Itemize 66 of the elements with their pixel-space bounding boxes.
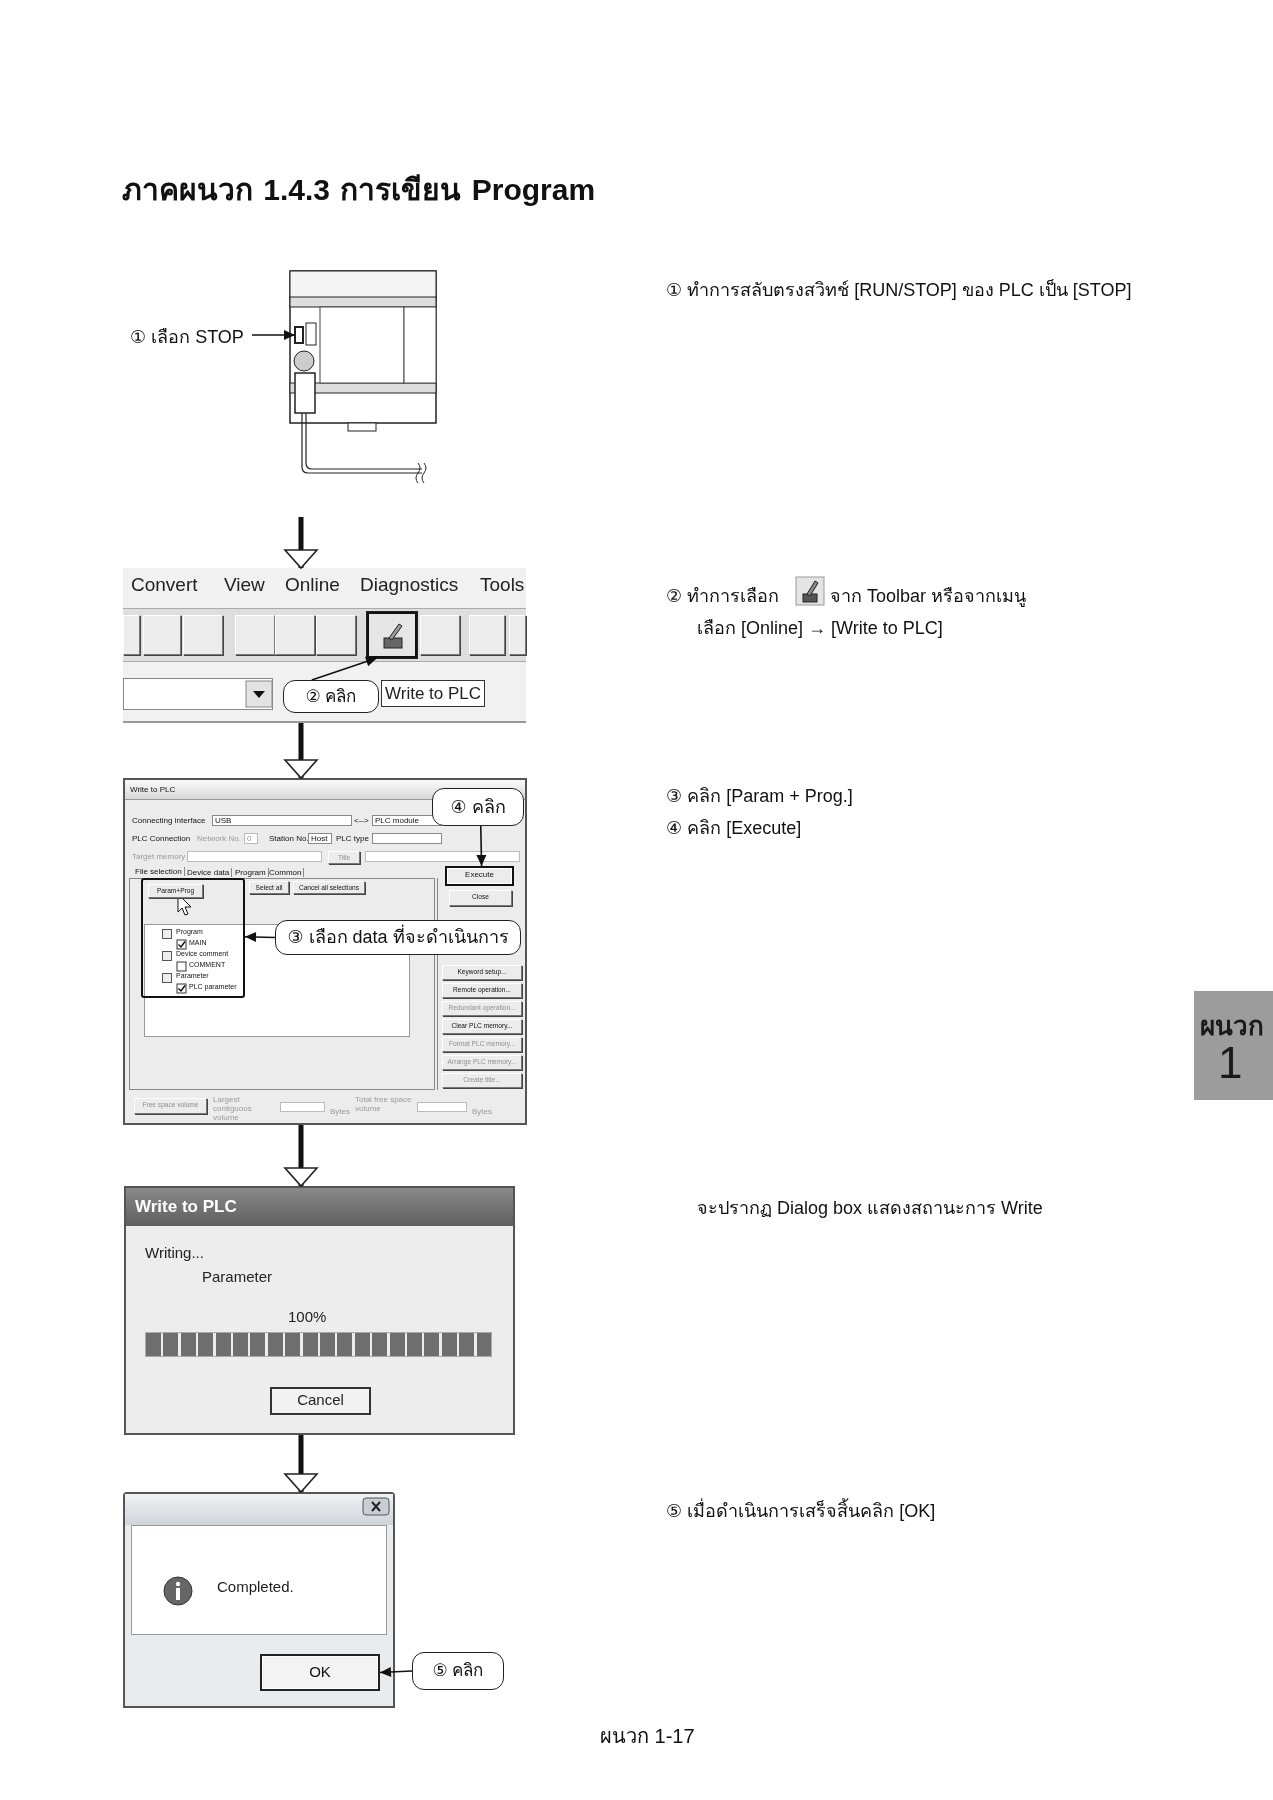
status-text: Writing... [145, 1244, 204, 1261]
field-label: Network No. [197, 834, 241, 843]
input-field: 0 [244, 833, 258, 844]
ok-button: OK [260, 1654, 380, 1691]
field-label: <--> [354, 816, 369, 825]
highlighted-toolbar-button [367, 612, 417, 658]
step-text: ⑤ เมื่อดำเนินการเสร็จสิ้นคลิก [OK] [666, 1496, 936, 1525]
field-label: PLC Connection [132, 834, 191, 843]
tooltip: Write to PLC [381, 680, 486, 707]
dialog-title: Write to PLC [130, 785, 176, 794]
callout-text: ① เลือก STOP [130, 322, 252, 348]
tab: Common [269, 868, 305, 877]
pointer-arrow [251, 330, 296, 340]
pointer-arrow [379, 1667, 413, 1677]
flow-arrow [284, 723, 318, 779]
dialog-title: Write to PLC [135, 1197, 237, 1217]
menu-item: Online [285, 574, 340, 596]
page-title: ภาคผนวก 1.4.3 การเขียน Program [122, 172, 596, 208]
step-text: ② ทำการเลือก [666, 585, 780, 608]
callout-bubble: ② คลิก [283, 680, 379, 713]
highlight-frame [141, 878, 245, 998]
pointer-arrow [244, 932, 276, 943]
callout-bubble: ⑤ คลิก [412, 1652, 504, 1690]
field-label: Target memory [132, 852, 186, 861]
field-label: Bytes [330, 1107, 350, 1116]
tab-number: 1 [1218, 1041, 1243, 1085]
tab: File selection [135, 867, 185, 876]
message-text: Completed. [217, 1578, 294, 1595]
status-text: Parameter [202, 1268, 273, 1285]
input-field: Host [308, 833, 332, 844]
menu-item: View [224, 574, 265, 596]
field-label: Station No. [269, 834, 309, 843]
callout-bubble: ④ คลิก [432, 788, 524, 826]
step-text: จาก Toolbar หรือจากเมนู [830, 585, 1027, 609]
percent-text: 100% [288, 1308, 327, 1325]
toolbar-screenshot [123, 568, 526, 723]
tab-label: ผนวก [1200, 1010, 1264, 1043]
toggle-switch [295, 327, 303, 343]
input-field: USB [212, 815, 352, 826]
field-label: Total free space volume [355, 1095, 413, 1113]
pointer-arrow [476, 825, 487, 867]
flow-arrow [284, 1435, 318, 1493]
step-text: ④ คลิก [Execute] [666, 817, 802, 840]
step-text: ① ทำการสลับตรงสวิทช์ [RUN/STOP] ของ PLC เป็น [STOP] [666, 278, 1132, 302]
dialog-window [123, 1492, 395, 1708]
dialog-window [123, 778, 527, 1125]
note-text: จะปรากฏ Dialog box แสดงสถานะการ Write [697, 1197, 1043, 1220]
execute-button: Execute [445, 866, 514, 886]
field-label: PLC type [336, 834, 369, 843]
menu-item: Tools [480, 574, 525, 596]
field-label: Connecting interface [132, 816, 206, 825]
menu-item: Diagnostics [360, 574, 459, 596]
callout-bubble: ③ เลือก data ที่จะดำเนินการ [275, 920, 521, 955]
step-text: เลือก [Online] → [Write to PLC] [697, 617, 943, 640]
tab: Program [235, 868, 269, 877]
field-label: Largest contiguous volume [213, 1095, 253, 1122]
tab: Device data [187, 868, 233, 877]
menu-item: Convert [131, 574, 198, 596]
field-label: Bytes [472, 1107, 492, 1116]
page-number: ผนวก 1-17 [600, 1724, 695, 1749]
flow-arrow [284, 1125, 318, 1187]
side-tab [1194, 991, 1273, 1100]
step-text: ③ คลิก [Param + Prog.] [666, 785, 853, 808]
flow-arrow [284, 517, 318, 569]
dialog-window [124, 1186, 515, 1435]
cancel-button: Cancel [270, 1387, 371, 1415]
